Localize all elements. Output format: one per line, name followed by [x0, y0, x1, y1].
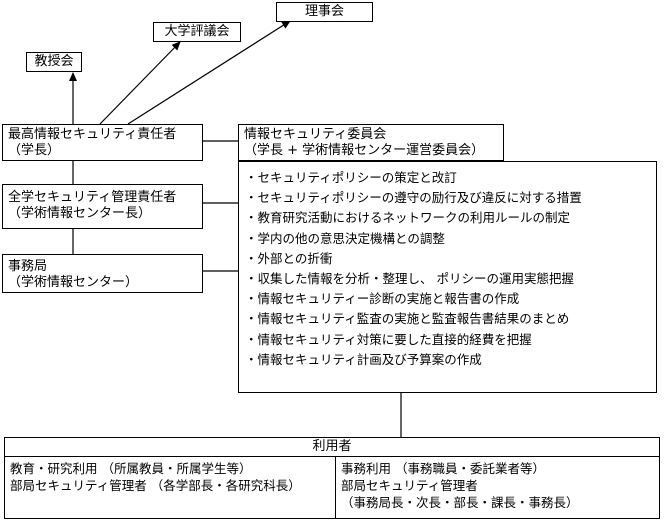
board-of-directors-label: 理事会: [304, 4, 344, 19]
duty-item: ・セキュリティポリシーの遵守の励行及び違反に対する措置: [245, 190, 582, 206]
secretariat-box: 事務局 （学術情報センター）: [2, 254, 203, 293]
academic-users: 教育・研究利用 （所属教員・所属学生等） 部局セキュリティ管理者 （各学部長・各…: [5, 457, 341, 518]
administrative-users-line: 部局セキュリティ管理者: [341, 478, 478, 493]
arrow-to-board-of-directors: [127, 20, 291, 125]
ciso-holder: （学長）: [8, 143, 61, 158]
university-council-box: 大学評議会: [153, 22, 241, 42]
arrow-to-university-council: [99, 41, 181, 125]
faculty-box: 教授会: [26, 52, 82, 72]
administrative-users-line: 事務利用 （事務職員・委託業者等）: [341, 461, 545, 476]
campus-security-manager-holder: （学術情報センター長）: [8, 206, 152, 221]
users-box: 利用者 教育・研究利用 （所属教員・所属学生等） 部局セキュリティ管理者 （各学…: [4, 437, 660, 519]
secretariat-holder: （学術情報センター）: [8, 275, 139, 290]
security-committee-members: （学長 + 学術情報センター運営委員会）: [244, 143, 485, 158]
duty-item: ・外部との折衝: [245, 250, 333, 266]
campus-security-manager-title: 全学セキュリティ管理責任者: [8, 190, 177, 205]
duty-item: ・収集した情報を分析・整理し、 ポリシーの運用実態把握: [245, 270, 574, 286]
campus-security-manager-box: 全学セキュリティ管理責任者 （学術情報センター長）: [2, 184, 203, 229]
users-title: 利用者: [5, 438, 659, 457]
committee-duties-box: ・セキュリティポリシーの策定と改訂 ・セキュリティポリシーの遵守の励行及び違反に…: [238, 161, 657, 393]
security-committee-box: 情報セキュリティ委員会 （学長 + 学術情報センター運営委員会）: [238, 124, 504, 161]
duty-item: ・情報セキュリティ計画及び予算案の作成: [245, 351, 482, 367]
board-of-directors-box: 理事会: [276, 2, 373, 22]
secretariat-title: 事務局: [8, 259, 48, 274]
ciso-box: 最高情報セキュリティ責任者 （学長）: [2, 124, 203, 161]
duty-item: ・情報セキュリティ監査の実施と監査報告書結果のまとめ: [245, 311, 570, 327]
duty-item: ・情報セキュリティ対策に要した直接的経費を把握: [245, 331, 532, 347]
duty-item: ・教育研究活動におけるネットワークの利用ルールの制定: [245, 210, 571, 226]
faculty-label: 教授会: [34, 54, 74, 69]
duty-item: ・学内の他の意思決定機構との調整: [245, 230, 445, 246]
ciso-title: 最高情報セキュリティ責任者: [8, 127, 177, 142]
administrative-users: 事務利用 （事務職員・委託業者等） 部局セキュリティ管理者 （事務局長・次長・部…: [335, 457, 659, 518]
university-council-label: 大学評議会: [164, 24, 230, 39]
academic-users-line: 教育・研究利用 （所属教員・所属学生等）: [10, 461, 252, 476]
security-committee-title: 情報セキュリティ委員会: [244, 127, 387, 142]
administrative-users-line: （事務局長・次長・部長・課長・事務長）: [341, 495, 579, 510]
duty-item: ・セキュリティポリシーの策定と改訂: [245, 170, 457, 185]
academic-users-line: 部局セキュリティ管理者 （各学部長・各研究科長）: [10, 478, 301, 493]
duty-item: ・情報セキュリティー診断の実施と報告書の作成: [245, 291, 520, 307]
